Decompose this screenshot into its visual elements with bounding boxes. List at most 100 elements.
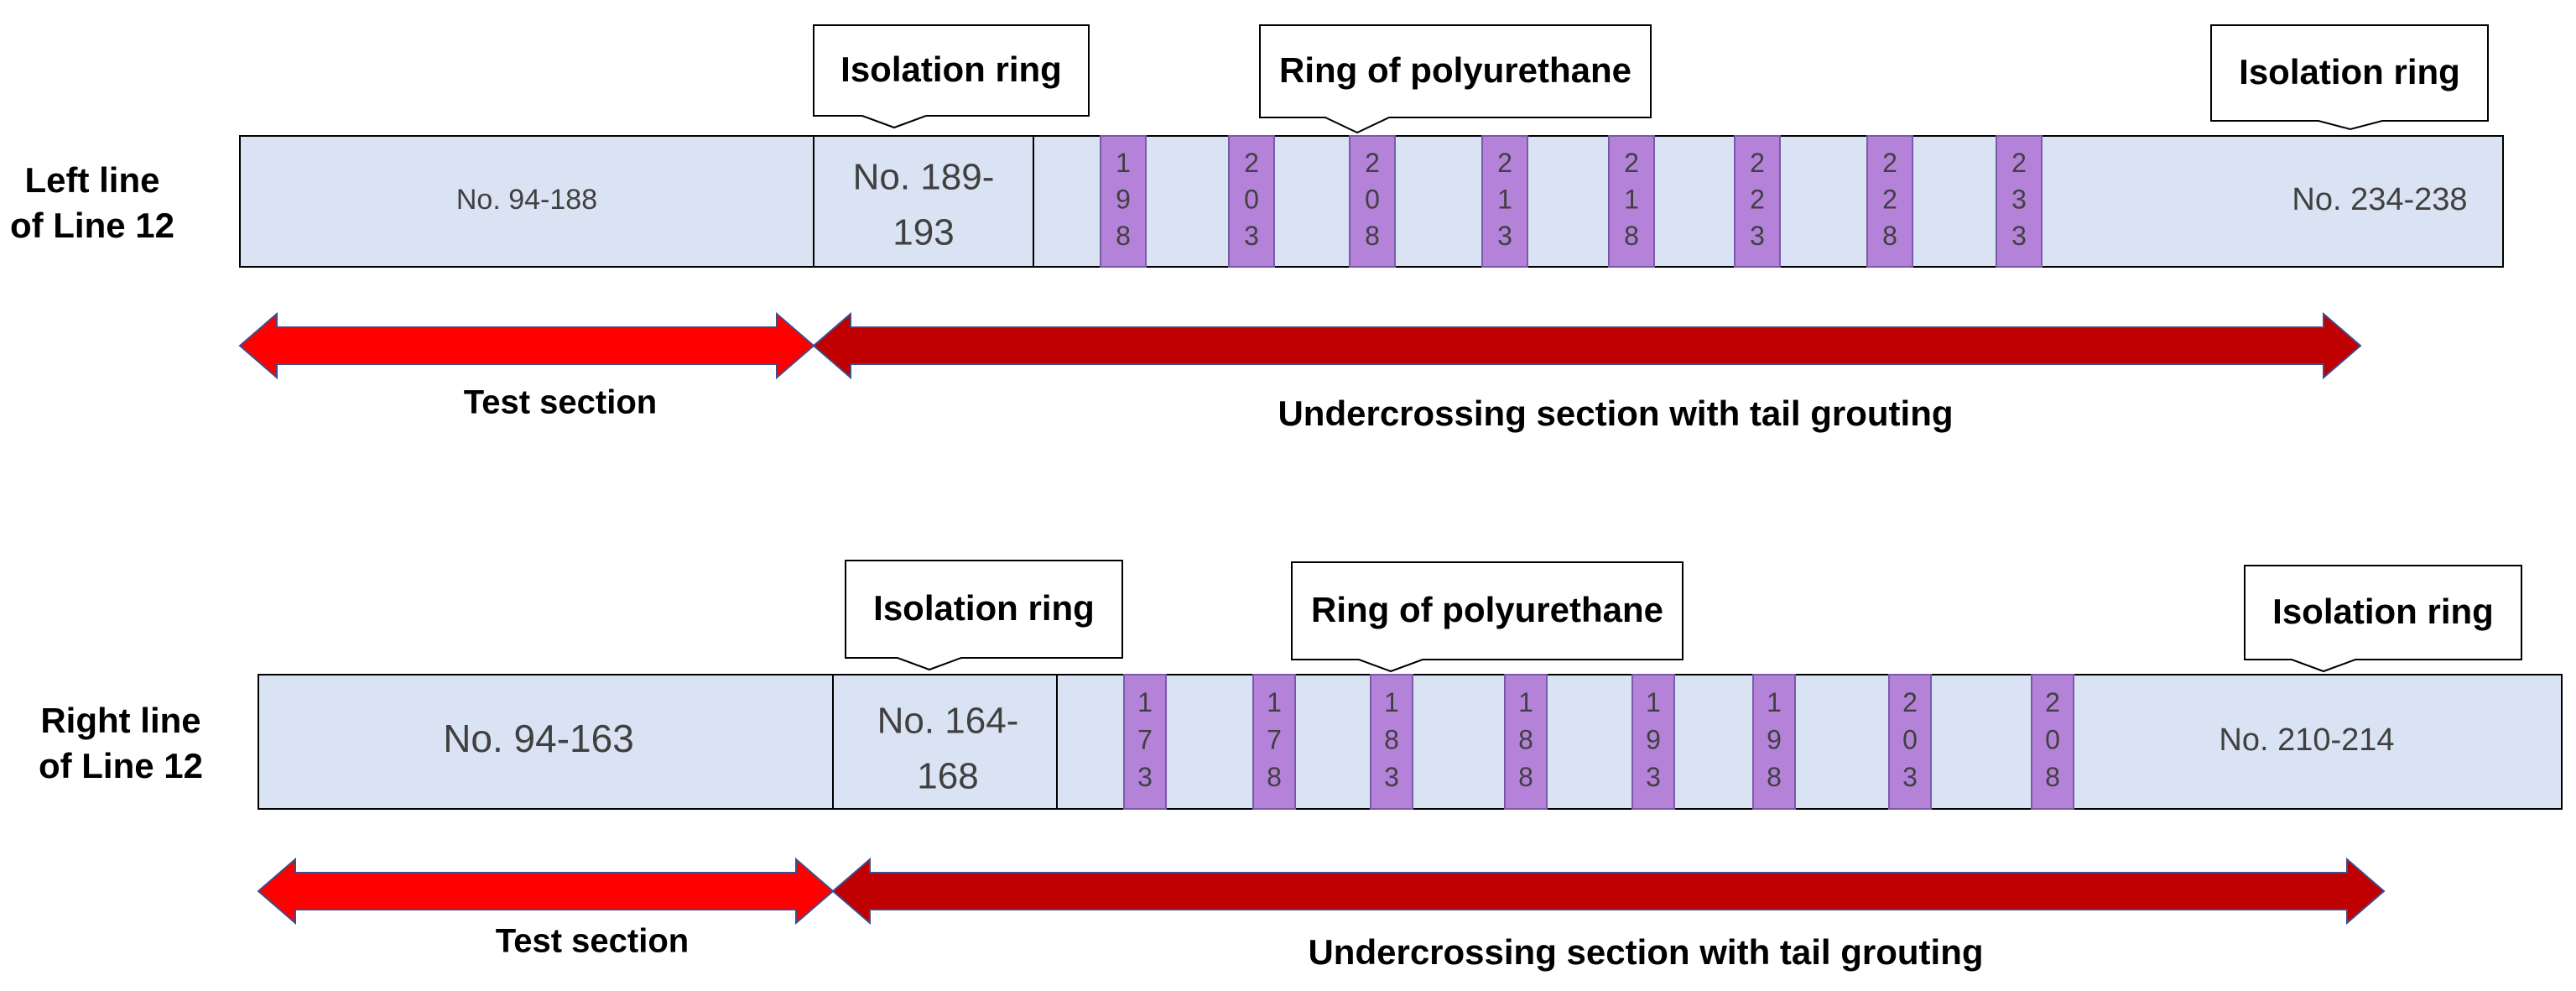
polyurethane-ring-203: 2 0 3 [1228, 135, 1275, 268]
polyurethane-ring-183: 1 8 3 [1370, 674, 1413, 810]
callout-isolation-right-box [2210, 24, 2489, 131]
ring-number-digit: 2 [2011, 148, 2027, 178]
ring-number-digit: 2 [1902, 687, 1918, 717]
polyurethane-ring-cell [1100, 135, 1147, 268]
ring-number-digit: 3 [2011, 184, 2027, 214]
ring-number-digit: 8 [1116, 221, 1131, 251]
panel-right-line: Right line of Line 12 No. 94-163 No. 164- 16… [39, 560, 2563, 972]
undercrossing-section-label: Undercrossing section with tail grouting [1308, 932, 1983, 972]
polyurethane-ring-cell [1866, 135, 1913, 268]
line-label-2: of Line 12 [10, 206, 174, 245]
callout-isolation-left-label: Isolation ring [873, 588, 1095, 628]
polyurethane-ring-cell [1996, 135, 2043, 268]
ring-number-digit: 1 [1497, 184, 1512, 214]
ring-number-digit: 3 [2011, 221, 2027, 251]
polyurethane-ring-cell [1504, 674, 1548, 810]
polyurethane-ring-178: 1 7 8 [1252, 674, 1296, 810]
polyurethane-ring-cell [1252, 674, 1296, 810]
polyurethane-ring-cell [1349, 135, 1396, 268]
ring-number-digit: 8 [1767, 762, 1782, 792]
ring-number-digit: 3 [1902, 762, 1918, 792]
polyurethane-ring-cell [1734, 135, 1781, 268]
test-section-label: Test section [496, 923, 689, 960]
ring-number-digit: 2 [1244, 148, 1259, 178]
ring-number-digit: 7 [1137, 724, 1153, 754]
ring-number-digit: 3 [1750, 221, 1765, 251]
end-block-range: No. 234-238 [2292, 182, 2467, 217]
callout-polyurethane-label: Ring of polyurethane [1279, 50, 1631, 90]
ring-number-digit: 8 [1365, 221, 1380, 251]
ring-number-digit: 8 [1518, 762, 1533, 792]
ring-number-digit: 3 [1646, 762, 1661, 792]
isolation-block-range-2: 168 [917, 756, 978, 797]
polyurethane-ring-203: 2 0 3 [1888, 674, 1932, 810]
panel-left-line: Left line of Line 12 No. 94-188 No. 189- 1 9 3… [10, 24, 2504, 433]
ring-number-digit: 2 [1750, 148, 1765, 178]
polyurethane-ring-188: 188 [1504, 674, 1548, 810]
polyurethane-ring-223: 2 2 3 [1734, 135, 1781, 268]
polyurethane-ring-cell [1370, 674, 1413, 810]
ring-number-digit: 1 [1116, 148, 1131, 178]
ring-number-digit: 1 [1267, 687, 1282, 717]
ring-number-digit: 1 [1384, 687, 1399, 717]
ring-number-digit: 9 [1116, 184, 1131, 214]
callout-polyurethane-box [1291, 561, 1684, 673]
callout-isolation-left-box [845, 560, 1123, 671]
ring-number-digit: 3 [1497, 221, 1512, 251]
polyurethane-ring-198: 1 9 8 [1100, 135, 1147, 268]
test-section-label: Test section [464, 384, 657, 421]
undercrossing-section-arrow [831, 857, 2386, 926]
ring-number-digit: 8 [2045, 762, 2060, 792]
polyurethane-ring-cell [1888, 674, 1932, 810]
callout-polyurethane-label: Ring of polyurethane [1311, 590, 1663, 629]
line-label-1: Left line [24, 160, 159, 200]
ring-number-digit: 8 [1267, 762, 1282, 792]
line-label-1: Right line [40, 701, 200, 740]
polyurethane-ring-193: 193 [1631, 674, 1675, 810]
ring-number-digit: 0 [2045, 724, 2060, 754]
polyurethane-ring-cell [1631, 674, 1675, 810]
ring-number-digit: 3 [1244, 221, 1259, 251]
ring-number-digit: 2 [1624, 148, 1639, 178]
ring-number-digit: 9 [1767, 724, 1782, 754]
ring-number-digit: 1 [1137, 687, 1153, 717]
polyurethane-ring-cell [2031, 674, 2074, 810]
ring-number-digit: 7 [1267, 724, 1282, 754]
polyurethane-ring-198: 1 9 8 [1752, 674, 1796, 810]
test-section-arrow [257, 857, 835, 926]
end-block-range: No. 210-214 [2219, 722, 2394, 758]
ring-number-digit: 0 [1902, 724, 1918, 754]
polyurethane-ring-cell [1752, 674, 1796, 810]
polyurethane-ring-cell [1481, 135, 1528, 268]
callout-isolation-right-box [2244, 565, 2522, 673]
polyurethane-ring-208: 2 0 8 [2031, 674, 2074, 810]
ring-number-digit: 1 [1624, 184, 1639, 214]
ring-number-digit: 2 [1750, 184, 1765, 214]
ring-number-digit: 0 [1244, 184, 1259, 214]
polyurethane-ring-cell [1123, 674, 1167, 810]
isolation-block-range-1: No. 189- [853, 157, 995, 198]
polyurethane-ring-228: 228 [1866, 135, 1913, 268]
polyurethane-ring-cell [1228, 135, 1275, 268]
ring-number-digit: 8 [1518, 724, 1533, 754]
polyurethane-ring-cell [1608, 135, 1655, 268]
ring-number-digit: 3 [1384, 762, 1399, 792]
polyurethane-ring-173: 173 [1123, 674, 1167, 810]
isolation-block-range-1: No. 164- [877, 701, 1019, 742]
ring-number-digit: 8 [1384, 724, 1399, 754]
ring-number-digit: 2 [1882, 184, 1897, 214]
ring-number-digit: 2 [1497, 148, 1512, 178]
line-label-2: of Line 12 [39, 746, 203, 785]
ring-number-digit: 1 [1767, 687, 1782, 717]
ring-number-digit: 2 [1365, 148, 1380, 178]
test-block-range: No. 94-188 [456, 184, 597, 216]
callout-isolation-right-label: Isolation ring [2239, 52, 2460, 91]
ring-number-digit: 9 [1646, 724, 1661, 754]
test-block-range: No. 94-163 [443, 717, 634, 760]
ring-number-digit: 0 [1365, 184, 1380, 214]
callout-isolation-left-label: Isolation ring [840, 50, 1062, 89]
ring-number-digit: 2 [2045, 687, 2060, 717]
ring-number-digit: 2 [1882, 148, 1897, 178]
